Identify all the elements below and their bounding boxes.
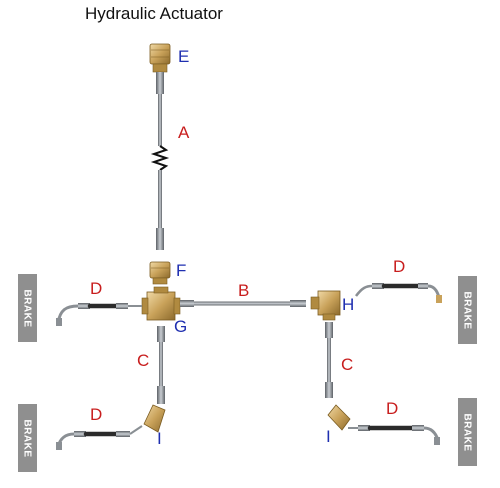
line-c-left (157, 326, 165, 404)
brake-box-upper-right: BRAKE (458, 276, 477, 344)
line-a (150, 72, 170, 250)
label-g: G (174, 317, 188, 336)
fitting-i-right (327, 404, 351, 431)
line-b (180, 300, 306, 307)
label-i-left: I (157, 429, 162, 448)
brake-label: BRAKE (22, 418, 33, 458)
label-d-lower-right: D (386, 399, 399, 418)
hose-d-lower-left (56, 425, 143, 450)
brake-box-lower-left: BRAKE (18, 404, 37, 472)
fitting-f (149, 261, 171, 285)
hose-d-upper-right (355, 283, 442, 303)
label-d-upper-left: D (90, 279, 103, 298)
title: Hydraulic Actuator (85, 4, 223, 23)
label-c-right: C (341, 355, 354, 374)
label-e: E (178, 47, 190, 66)
hose-d-lower-right (348, 425, 440, 445)
label-d-upper-right: D (393, 257, 406, 276)
label-f: F (176, 261, 187, 280)
label-a: A (178, 123, 190, 142)
fitting-i-left (143, 404, 166, 433)
tee-h (310, 290, 341, 321)
fitting-e (149, 43, 171, 73)
line-c-right (325, 322, 333, 398)
label-b: B (238, 281, 250, 300)
label-d-lower-left: D (90, 405, 103, 424)
label-h: H (342, 295, 355, 314)
hose-d-upper-left (56, 303, 142, 326)
brake-box-lower-right: BRAKE (458, 398, 477, 466)
label-c-left: C (137, 351, 150, 370)
brake-label: BRAKE (22, 288, 33, 328)
label-i-right: I (326, 427, 331, 446)
brake-label: BRAKE (462, 290, 473, 330)
tee-g (141, 286, 181, 321)
brake-label: BRAKE (462, 412, 473, 452)
brake-box-upper-left: BRAKE (18, 274, 37, 342)
